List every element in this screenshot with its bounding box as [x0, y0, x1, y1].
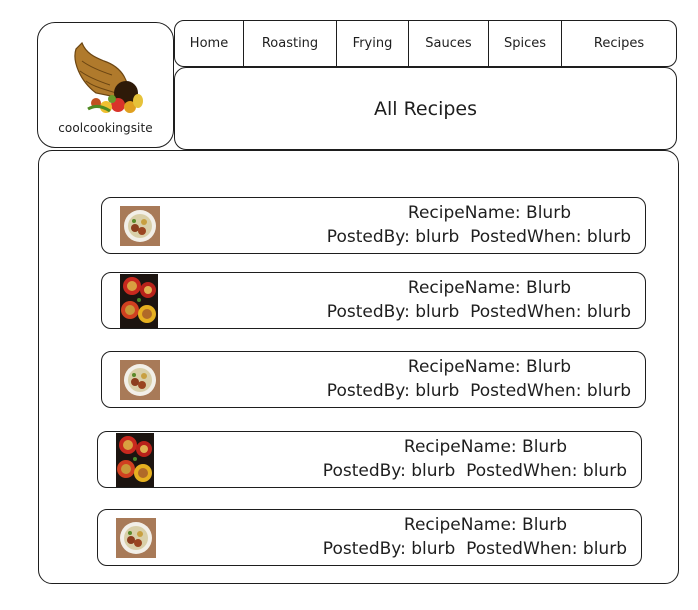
recipe-card[interactable]: RecipeName: Blurb PostedBy: blurb Posted…	[101, 197, 646, 254]
plate-icon	[120, 205, 160, 246]
site-logo[interactable]: coolcookingsite	[37, 22, 174, 148]
recipe-meta: PostedBy: blurb PostedWhen: blurb	[326, 302, 631, 322]
recipe-name: RecipeName: Blurb	[407, 203, 571, 223]
nav-spices[interactable]: Spices	[489, 21, 562, 66]
page-header: All Recipes	[174, 67, 677, 150]
page-title: All Recipes	[373, 97, 477, 120]
nav-frying[interactable]: Frying	[337, 21, 409, 66]
site-name: coolcookingsite	[58, 121, 153, 135]
stuffed-peppers-icon	[116, 432, 154, 487]
recipe-name: RecipeName: Blurb	[403, 437, 567, 457]
nav-recipes[interactable]: Recipes	[593, 36, 645, 51]
plate-icon	[120, 359, 160, 400]
recipe-name: RecipeName: Blurb	[407, 357, 571, 377]
recipe-card[interactable]: RecipeName: Blurb PostedBy: blurb Posted…	[97, 509, 642, 566]
top-nav: Home Roasting Frying Sauces Spices Recip…	[174, 20, 677, 67]
stuffed-peppers-icon	[120, 273, 158, 328]
recipe-name: RecipeName: Blurb	[407, 278, 571, 298]
recipe-meta: PostedBy: blurb PostedWhen: blurb	[322, 539, 627, 559]
recipe-name: RecipeName: Blurb	[403, 515, 567, 535]
nav-sauces[interactable]: Sauces	[409, 21, 489, 66]
recipe-meta: PostedBy: blurb PostedWhen: blurb	[326, 227, 631, 247]
cornucopia-icon	[74, 41, 143, 113]
plate-icon	[116, 517, 156, 558]
recipe-meta: PostedBy: blurb PostedWhen: blurb	[326, 381, 631, 401]
recipe-card[interactable]: RecipeName: Blurb PostedBy: blurb Posted…	[97, 431, 642, 488]
recipe-card[interactable]: RecipeName: Blurb PostedBy: blurb Posted…	[101, 351, 646, 408]
nav-home[interactable]: Home	[175, 21, 244, 66]
nav-roasting[interactable]: Roasting	[244, 21, 337, 66]
recipe-card[interactable]: RecipeName: Blurb PostedBy: blurb Posted…	[101, 272, 646, 329]
recipe-meta: PostedBy: blurb PostedWhen: blurb	[322, 461, 627, 481]
